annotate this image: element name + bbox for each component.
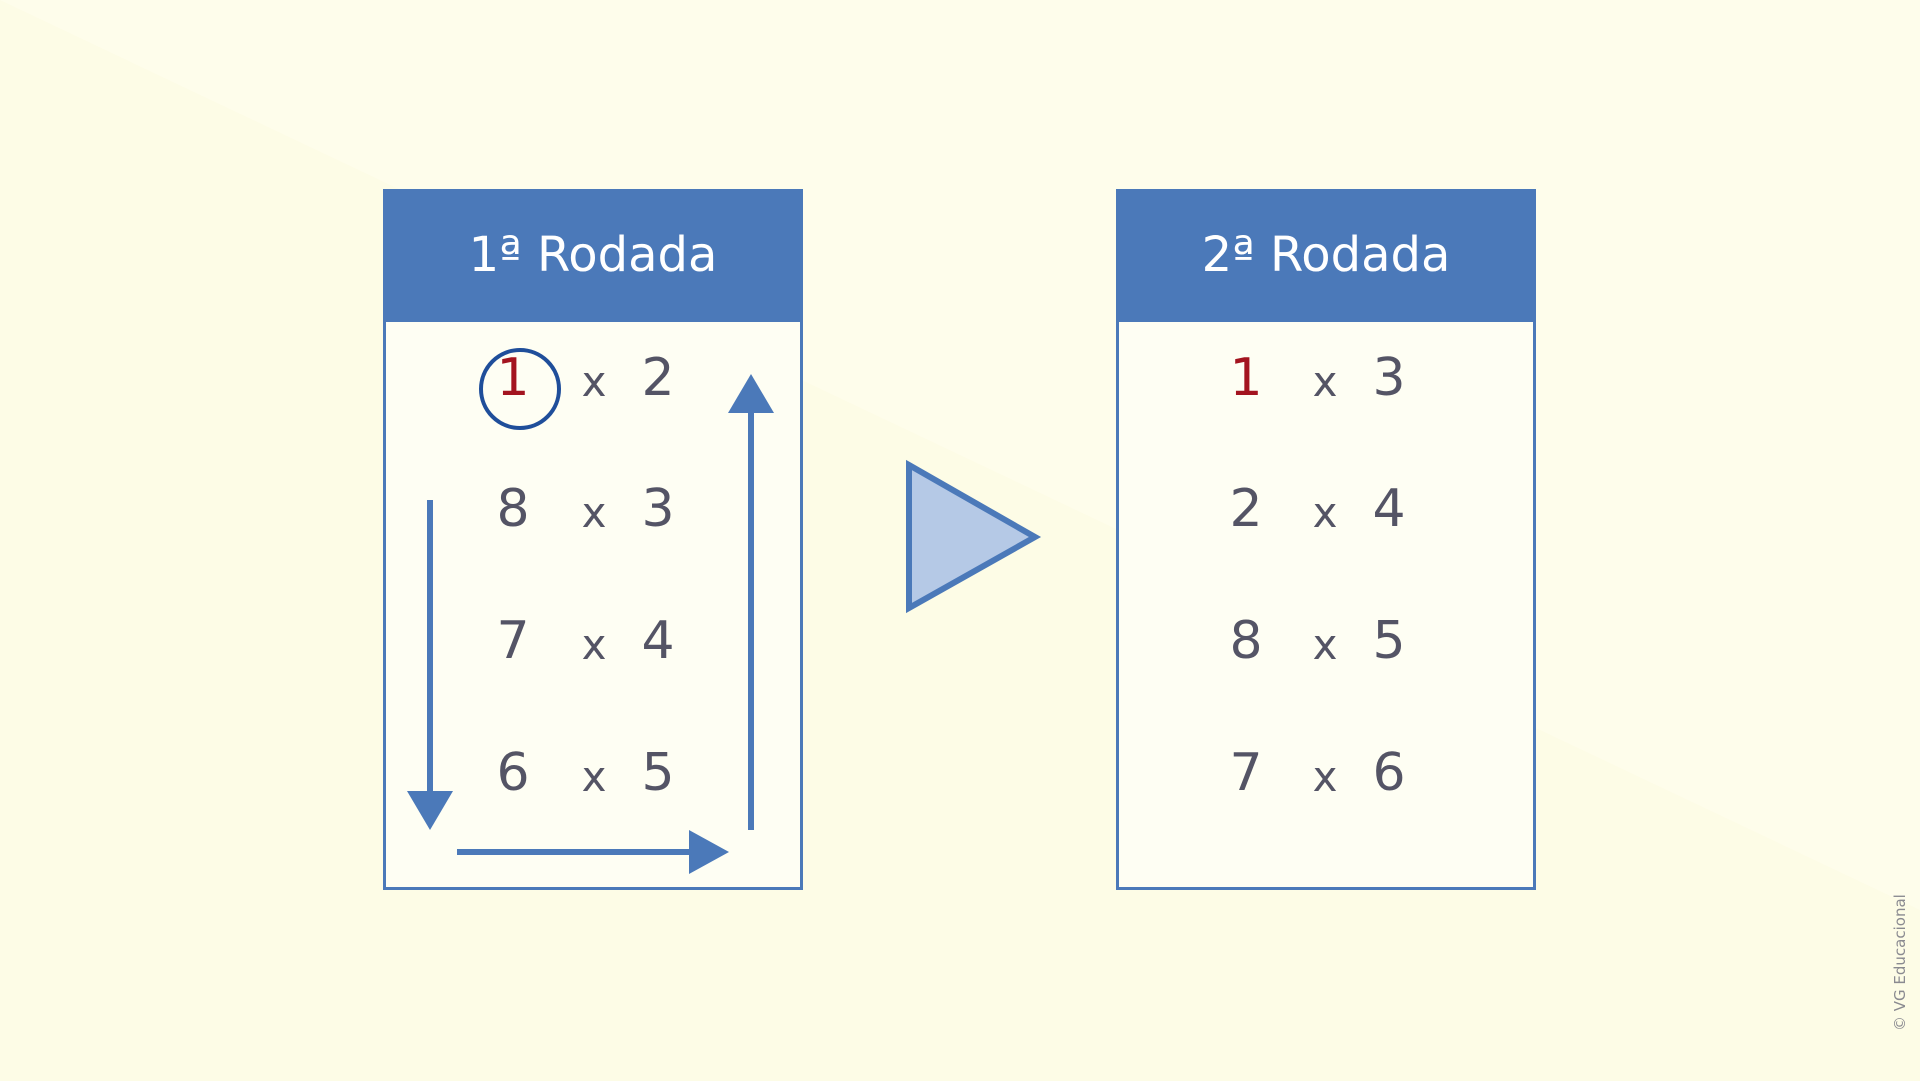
pair-row: 8 x 3: [386, 469, 800, 549]
round-card-2: 2ª Rodada 1 x 3 2 x 4 8 x 5 7 x 6: [1116, 189, 1536, 890]
pair-row: 8 x 5: [1119, 601, 1533, 681]
times-symbol: x: [581, 357, 607, 406]
pair-row: 1 x 3: [1119, 338, 1533, 418]
pair-second-number: 2: [641, 348, 675, 408]
times-symbol: x: [1312, 488, 1338, 537]
pair-first-number: 1: [496, 348, 530, 408]
pair-row: 7 x 4: [386, 601, 800, 681]
pair-second-number: 6: [1372, 743, 1406, 803]
pair-first-number: 7: [1229, 743, 1263, 803]
pair-second-number: 4: [641, 611, 675, 671]
pair-first-number: 2: [1229, 479, 1263, 539]
pair-row: 1 x 2: [386, 338, 800, 418]
times-symbol: x: [1312, 752, 1338, 801]
times-symbol: x: [581, 620, 607, 669]
pair-second-number: 3: [641, 479, 675, 539]
pair-row: 7 x 6: [1119, 733, 1533, 813]
pair-second-number: 5: [641, 743, 675, 803]
times-symbol: x: [1312, 620, 1338, 669]
copyright-credit: © VG Educacional: [1891, 894, 1909, 1031]
round-title: 1ª Rodada: [383, 189, 803, 322]
times-symbol: x: [581, 752, 607, 801]
pair-first-number: 6: [496, 743, 530, 803]
pair-first-number: 1: [1229, 348, 1263, 408]
round-title: 2ª Rodada: [1116, 189, 1536, 322]
pair-first-number: 7: [496, 611, 530, 671]
pair-second-number: 5: [1372, 611, 1406, 671]
pair-row: 2 x 4: [1119, 469, 1533, 549]
times-symbol: x: [581, 488, 607, 537]
pair-second-number: 4: [1372, 479, 1406, 539]
times-symbol: x: [1312, 357, 1338, 406]
round-card-1: 1ª Rodada 1 x 2 8 x 3 7 x 4 6 x 5: [383, 189, 803, 890]
pair-first-number: 8: [496, 479, 530, 539]
pair-first-number: 8: [1229, 611, 1263, 671]
pair-row: 6 x 5: [386, 733, 800, 813]
pair-second-number: 3: [1372, 348, 1406, 408]
